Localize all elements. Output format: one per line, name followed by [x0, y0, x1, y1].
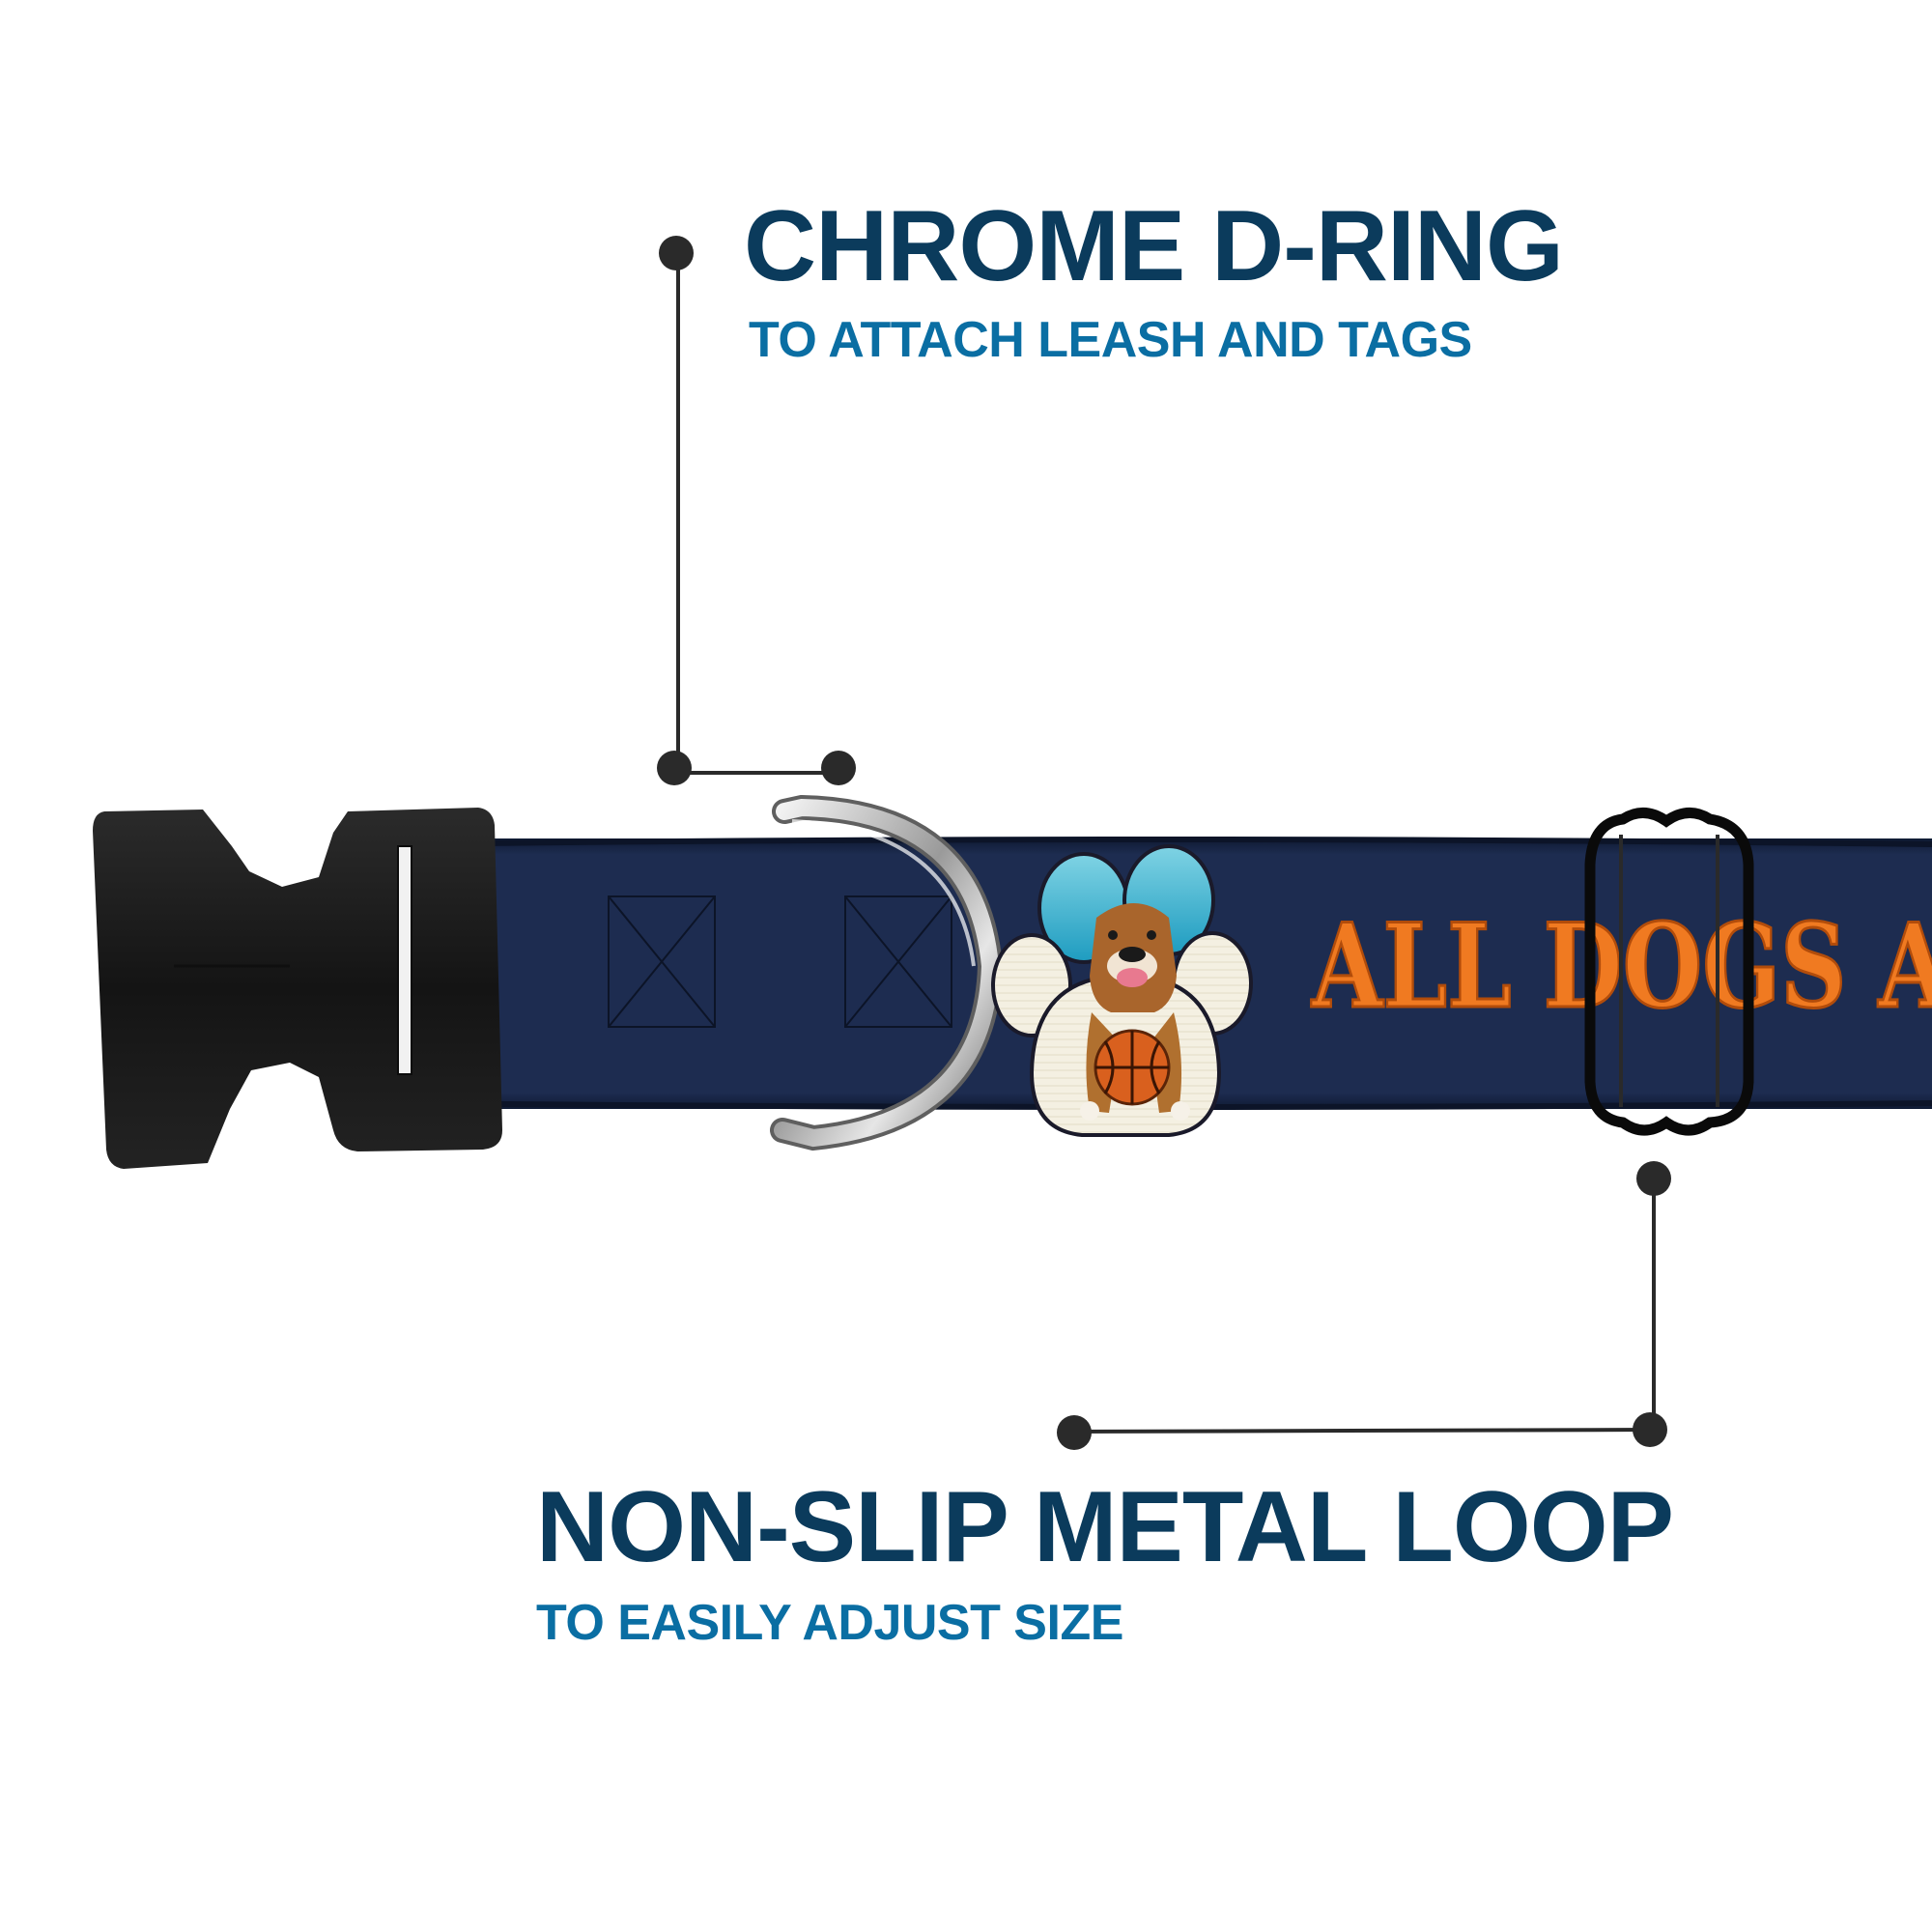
paw-print-graphic: [991, 844, 1253, 1137]
metal-loop-subtitle: TO EASILY ADJUST SIZE: [536, 1595, 1123, 1651]
stitch-patch-left: [608, 895, 716, 1028]
basketball-icon: [1094, 1029, 1171, 1106]
d-ring-callout-line: [657, 236, 856, 785]
metal-loop-title: NON-SLIP METAL LOOP: [536, 1471, 1674, 1583]
callout-dot-end: [821, 751, 856, 785]
d-ring-title: CHROME D-RING: [744, 190, 1564, 302]
callout-dot-corner: [657, 751, 692, 785]
side-release-buckle-icon: [93, 808, 502, 1169]
d-ring-subtitle: TO ATTACH LEASH AND TAGS: [749, 312, 1472, 368]
loop-callout-line: [1057, 1161, 1671, 1450]
slide-loop-icon: [1584, 808, 1754, 1136]
stitch-patch-right: [844, 895, 952, 1028]
callout-dot-end: [1057, 1415, 1092, 1450]
d-ring-icon: [770, 794, 1004, 1151]
